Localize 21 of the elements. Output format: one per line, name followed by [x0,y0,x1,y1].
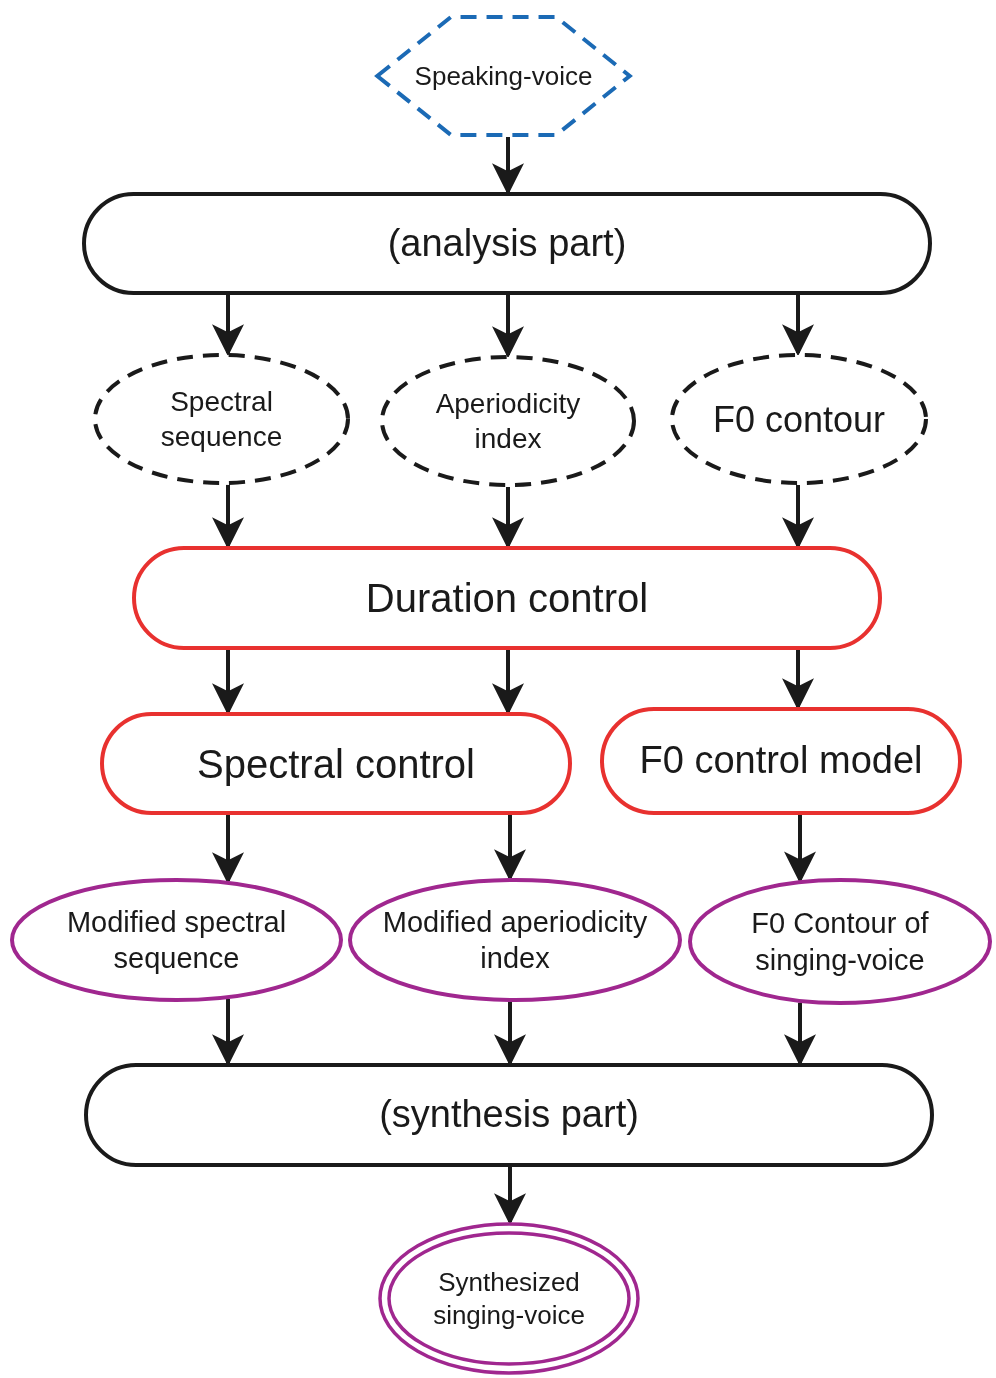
node-label: F0 control model [639,738,923,784]
node-label: F0 contour [712,397,886,442]
node-label: Modified spectral sequence [65,904,288,976]
data-ellipse [670,353,928,485]
node-label: Synthesized singing-voice [432,1266,586,1331]
node-label: (synthesis part) [379,1092,639,1138]
data-ellipse [93,353,350,485]
result-ellipse [348,878,682,1002]
node-label: Spectral sequence [159,385,284,454]
node-label: (analysis part) [387,220,627,266]
node-label: Duration control [365,575,649,622]
node-label: Speaking-voice [414,59,593,93]
result-ellipse [10,878,343,1002]
node-label: Spectral control [197,740,475,788]
output-ellipse [378,1222,640,1375]
node-label: F0 Contour of singing-voice [750,906,930,978]
data-ellipse [380,355,636,487]
node-label: Modified aperiodicity index [381,904,649,976]
node-label: Aperiodicity index [434,387,582,456]
result-ellipse [688,878,992,1005]
input-hexagon [372,15,635,137]
